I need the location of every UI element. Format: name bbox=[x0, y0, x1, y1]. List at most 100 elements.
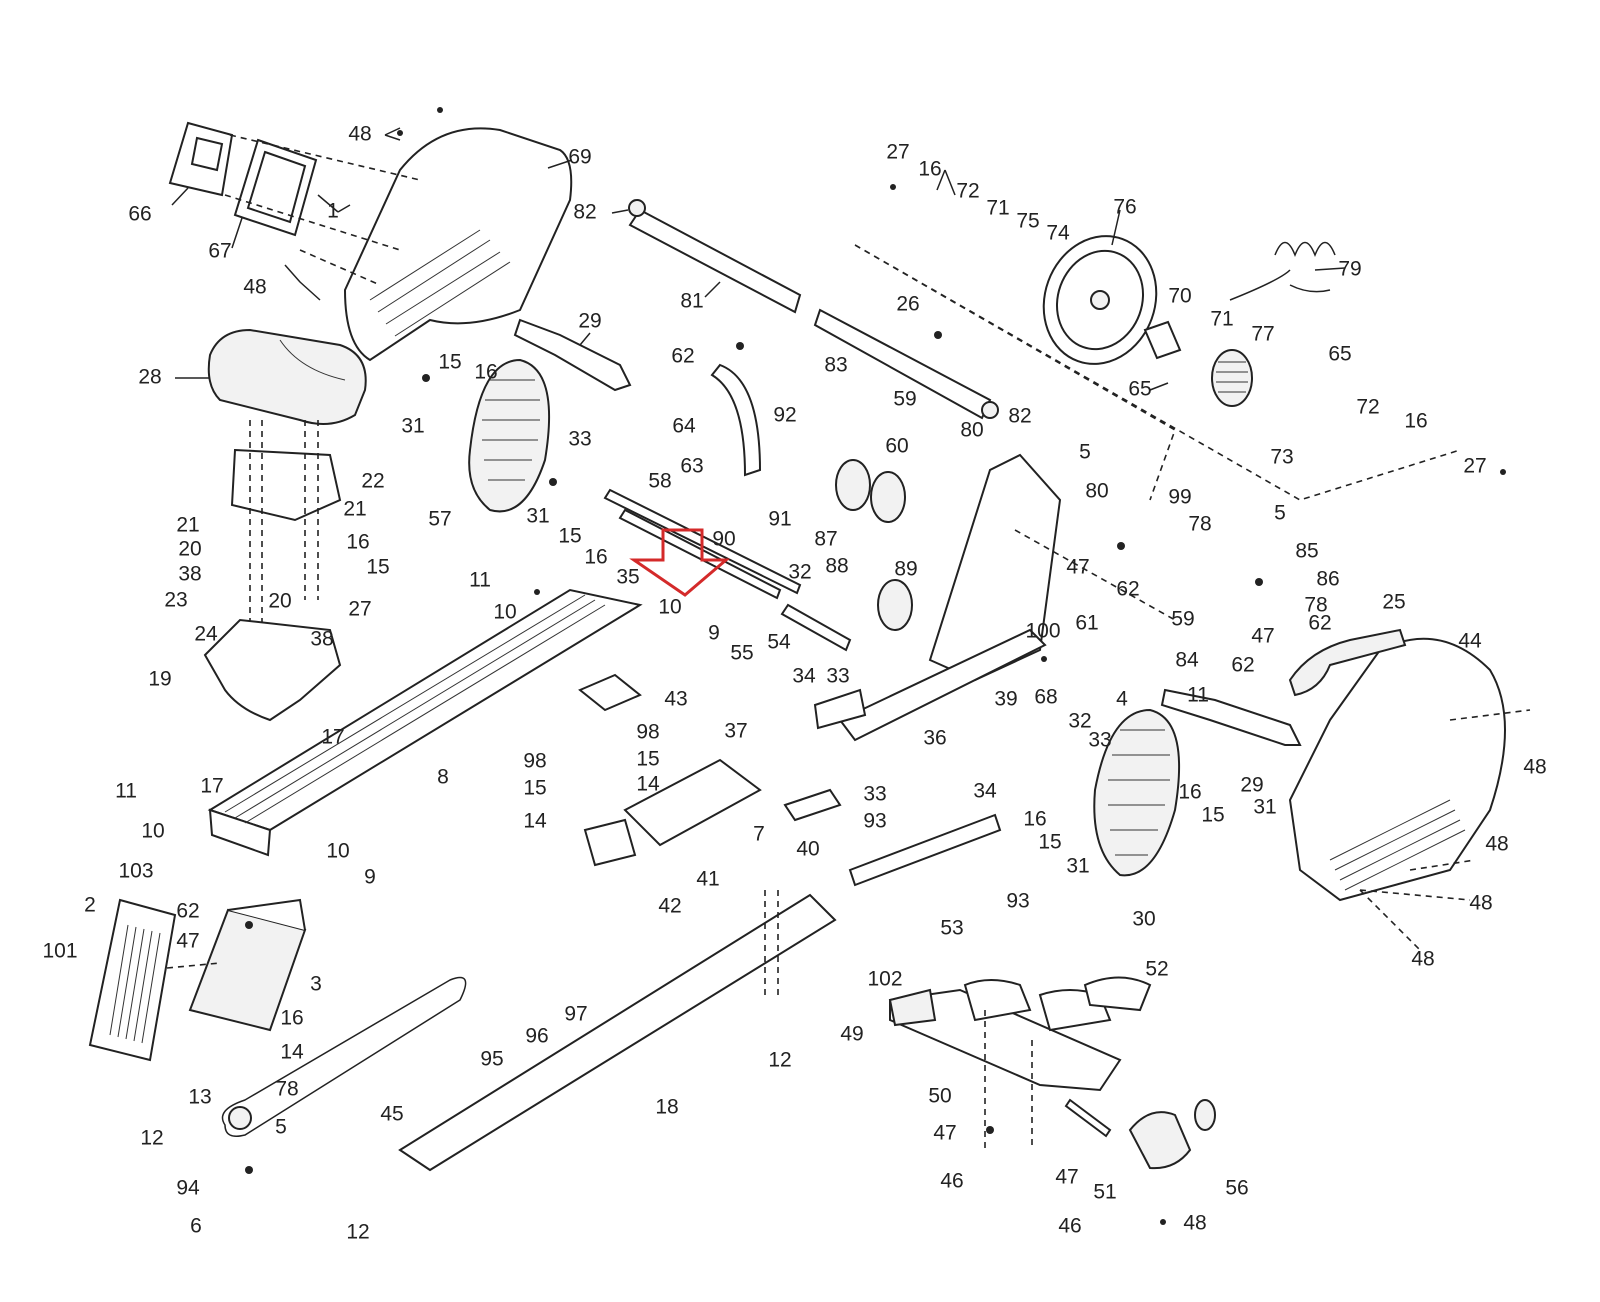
part-label-9: 9 bbox=[364, 866, 376, 889]
part-label-53: 53 bbox=[940, 917, 963, 940]
part-label-84: 84 bbox=[1175, 649, 1199, 672]
part-label-32: 32 bbox=[788, 561, 811, 584]
part-label-88: 88 bbox=[825, 555, 848, 578]
end-cap-part-82b bbox=[981, 401, 999, 419]
part-label-13: 13 bbox=[188, 1086, 211, 1109]
part-label-59: 59 bbox=[1171, 608, 1194, 631]
part-label-33: 33 bbox=[1088, 729, 1111, 752]
axle-part-32 bbox=[780, 603, 852, 652]
part-label-16: 16 bbox=[584, 546, 607, 569]
part-label-82: 82 bbox=[573, 201, 596, 224]
part-label-47: 47 bbox=[176, 930, 199, 953]
part-label-28: 28 bbox=[138, 366, 161, 389]
part-label-83: 83 bbox=[824, 354, 847, 377]
rear-stabilizer-part-50 bbox=[888, 976, 1152, 1092]
part-label-73: 73 bbox=[1270, 446, 1293, 469]
part-label-47: 47 bbox=[1251, 625, 1274, 648]
part-label-31: 31 bbox=[1253, 796, 1276, 819]
seat-carriage-part-19 bbox=[203, 618, 342, 722]
part-label-69: 69 bbox=[568, 146, 591, 169]
part-label-14: 14 bbox=[636, 773, 660, 796]
part-label-78: 78 bbox=[1188, 513, 1211, 536]
part-label-20: 20 bbox=[178, 538, 201, 561]
part-label-48: 48 bbox=[348, 123, 371, 146]
part-label-100: 100 bbox=[1025, 620, 1060, 643]
small-fasteners bbox=[245, 107, 1506, 1225]
part-label-17: 17 bbox=[321, 726, 344, 749]
part-label-46: 46 bbox=[940, 1170, 963, 1193]
axle-part-35 bbox=[618, 508, 782, 600]
part-label-77: 77 bbox=[1251, 323, 1274, 346]
part-label-1: 1 bbox=[327, 200, 339, 223]
part-label-15: 15 bbox=[1038, 831, 1061, 854]
part-label-11: 11 bbox=[115, 780, 137, 803]
pulley-part-60b bbox=[870, 471, 906, 523]
bracket-part-43 bbox=[578, 673, 642, 712]
part-label-31: 31 bbox=[526, 505, 549, 528]
part-label-72: 72 bbox=[956, 180, 979, 203]
part-label-85: 85 bbox=[1295, 540, 1318, 563]
part-label-90: 90 bbox=[712, 528, 735, 551]
part-label-79: 79 bbox=[1338, 258, 1361, 281]
part-label-75: 75 bbox=[1016, 210, 1039, 233]
part-label-47: 47 bbox=[1055, 1166, 1078, 1189]
bezel-part-67 bbox=[233, 138, 318, 237]
part-label-31: 31 bbox=[401, 415, 424, 438]
part-label-97: 97 bbox=[564, 1003, 587, 1026]
part-label-66: 66 bbox=[128, 203, 151, 226]
rail-part-8 bbox=[207, 588, 643, 857]
wheel-cover-part-56 bbox=[1128, 1111, 1192, 1170]
part-label-48: 48 bbox=[1411, 948, 1434, 971]
bolt-part-51 bbox=[1064, 1098, 1112, 1138]
wheel-part-56 bbox=[1194, 1099, 1216, 1131]
part-label-11: 11 bbox=[1187, 684, 1209, 707]
part-label-67: 67 bbox=[208, 240, 231, 263]
display-part-66 bbox=[168, 121, 234, 197]
part-label-46: 46 bbox=[1058, 1215, 1081, 1238]
part-label-45: 45 bbox=[380, 1103, 403, 1126]
roller-part-83 bbox=[813, 308, 992, 420]
part-label-15: 15 bbox=[558, 525, 581, 548]
spring-part-79 bbox=[1229, 241, 1336, 301]
part-label-48: 48 bbox=[243, 276, 266, 299]
part-label-52: 52 bbox=[1145, 958, 1168, 981]
part-label-17: 17 bbox=[200, 775, 223, 798]
bushing-part-70 bbox=[1143, 320, 1182, 360]
bracket-part-53 bbox=[848, 813, 1002, 887]
part-label-27: 27 bbox=[1463, 455, 1486, 478]
part-label-65: 65 bbox=[1128, 378, 1151, 401]
foot-cover-part-2 bbox=[88, 898, 177, 1062]
part-label-7: 7 bbox=[753, 823, 765, 846]
part-label-71: 71 bbox=[1210, 308, 1233, 331]
part-label-5: 5 bbox=[1274, 502, 1286, 525]
part-label-92: 92 bbox=[773, 404, 796, 427]
shroud-part-44 bbox=[1288, 637, 1506, 902]
part-label-15: 15 bbox=[366, 556, 389, 579]
part-label-25: 25 bbox=[1382, 591, 1405, 614]
part-label-71: 71 bbox=[986, 197, 1009, 220]
part-label-62: 62 bbox=[1308, 612, 1331, 635]
part-label-58: 58 bbox=[648, 470, 671, 493]
part-label-22: 22 bbox=[361, 470, 384, 493]
front-tube-part-41 bbox=[623, 758, 762, 847]
front-cover-part-3 bbox=[188, 898, 307, 1032]
part-label-91: 91 bbox=[768, 508, 791, 531]
part-label-102: 102 bbox=[867, 968, 902, 991]
part-label-80: 80 bbox=[960, 419, 983, 442]
pad-part-40 bbox=[783, 788, 842, 822]
part-label-51: 51 bbox=[1093, 1181, 1116, 1204]
seat-part-28 bbox=[207, 328, 367, 425]
part-label-16: 16 bbox=[1178, 781, 1201, 804]
part-label-32: 32 bbox=[1068, 710, 1091, 733]
part-label-33: 33 bbox=[568, 428, 591, 451]
part-label-78: 78 bbox=[275, 1078, 298, 1101]
part-label-44: 44 bbox=[1458, 630, 1482, 653]
part-label-38: 38 bbox=[178, 563, 201, 586]
seat-bracket-part-22 bbox=[230, 448, 342, 522]
belt-part-45 bbox=[221, 976, 467, 1137]
magnet-part-77 bbox=[1211, 349, 1253, 407]
part-label-62: 62 bbox=[1231, 654, 1254, 677]
part-label-11: 11 bbox=[469, 569, 491, 592]
part-label-48: 48 bbox=[1469, 892, 1492, 915]
